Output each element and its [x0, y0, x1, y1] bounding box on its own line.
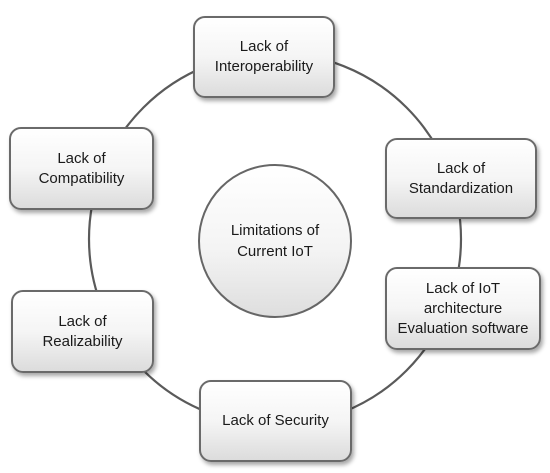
node-lack-of-security: Lack of Security [199, 380, 352, 462]
center-circle: Limitations of Current IoT [198, 164, 352, 318]
node-lack-of-interoperability: Lack of Interoperability [193, 16, 335, 98]
node-lack-of-compatibility: Lack of Compatibility [9, 127, 154, 210]
node-lack-of-standardization: Lack of Standardization [385, 138, 537, 219]
node-lack-of-iot-architecture-evaluation-software: Lack of IoT architecture Evaluation soft… [385, 267, 541, 350]
node-lack-of-realizability: Lack of Realizability [11, 290, 154, 373]
